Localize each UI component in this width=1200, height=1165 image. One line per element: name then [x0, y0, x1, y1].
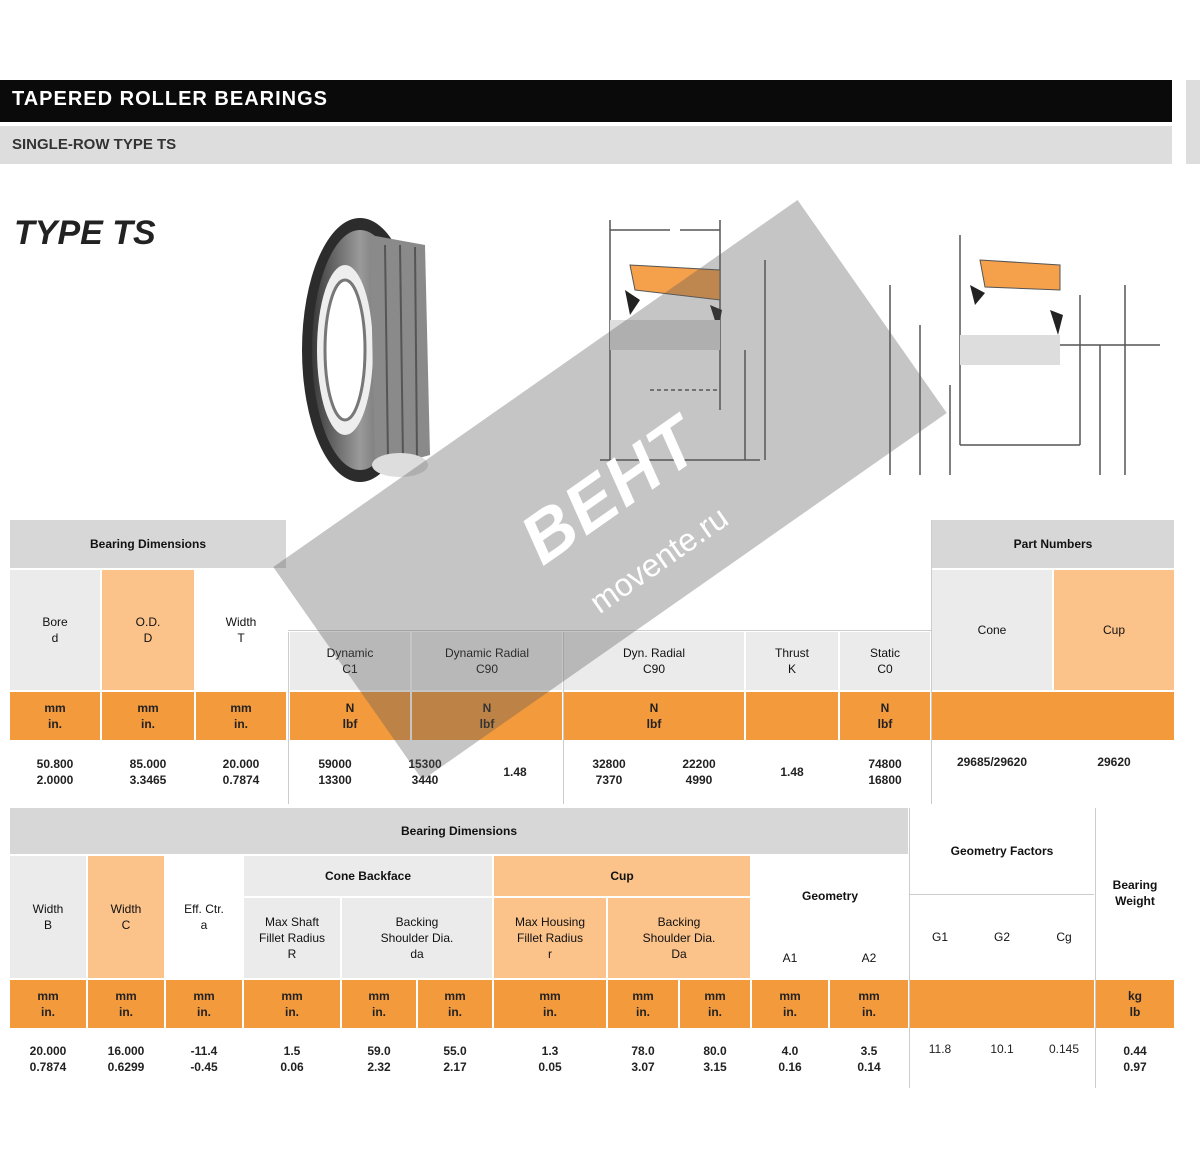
col-dyn-radial-c90: Dyn. Radial C90 — [564, 632, 744, 690]
unit-part-numbers — [932, 692, 1174, 740]
cell2-fillet: 1.5 0.06 — [280, 1043, 304, 1074]
cell2-da: 59.0 2.32 — [367, 1043, 391, 1074]
group-header-geometry: Geometry — [752, 856, 908, 936]
unit2-fillet: mm in. — [244, 980, 340, 1028]
col-a2: A2 — [830, 938, 908, 978]
col-cup: Cup — [1054, 570, 1174, 690]
cell2-cup-width: 16.000 0.6299 — [107, 1043, 145, 1074]
cell2-a2: 3.5 0.14 — [857, 1043, 881, 1074]
cell-bore: 50.800 2.0000 — [36, 756, 74, 787]
col-backing-shoulder: Backing Shoulder Dia. da — [342, 898, 492, 978]
col-max-shaft-fillet: Max Shaft Fillet Radius R — [244, 898, 340, 978]
cell2-g1: 11.8 — [928, 1041, 952, 1056]
col-max-housing-fillet: Max Housing Fillet Radius r — [494, 898, 606, 978]
unit-dynamic-radial: N lbf — [412, 692, 562, 740]
unit-width: mm in. — [196, 692, 286, 740]
unit-bore: mm in. — [10, 692, 100, 740]
unit2-Db: mm in. — [680, 980, 750, 1028]
unit2-a2: mm in. — [830, 980, 908, 1028]
col-g1: G1 — [910, 896, 970, 978]
col-bore: Bore d — [10, 570, 100, 690]
cell-dyn-radial-c90: 32800 7370 — [592, 756, 626, 787]
page-subtitle: SINGLE-ROW TYPE TS — [12, 136, 177, 153]
col-cg: Cg — [1034, 896, 1094, 978]
group-header-bearing-dimensions: Bearing Dimensions — [10, 520, 286, 568]
unit2-db: mm in. — [418, 980, 492, 1028]
col-dynamic: Dynamic C1 — [290, 632, 410, 690]
cell-c90: 22200 4990 — [682, 756, 716, 787]
col-static: Static C0 — [840, 632, 930, 690]
cell-dynamic: 59000 13300 — [318, 756, 352, 787]
cell-thrust: 1.48 — [780, 764, 804, 779]
right-strip — [1186, 80, 1200, 164]
group-header-part-numbers: Part Numbers — [932, 520, 1174, 568]
unit-static: N lbf — [840, 692, 930, 740]
bearing-photo — [302, 218, 430, 482]
mounting-dimension-diagram — [889, 235, 1160, 475]
col-cone-width: Width B — [10, 856, 86, 978]
cell-static: 74800 16800 — [868, 756, 902, 787]
group-header-cone-backface: Cone Backface — [244, 856, 492, 896]
cell-factor: 1.48 — [503, 764, 527, 779]
page-title: TAPERED ROLLER BEARINGS — [12, 88, 328, 110]
unit2-a1: mm in. — [752, 980, 828, 1028]
unit2-cup-width: mm in. — [88, 980, 164, 1028]
cell2-Db: 80.0 3.15 — [703, 1043, 727, 1074]
cell2-Da: 78.0 3.07 — [631, 1043, 655, 1074]
unit2-factors — [910, 980, 1094, 1028]
group-header-bearing-dimensions-2: Bearing Dimensions — [10, 808, 908, 854]
col-cup-width: Width C — [88, 856, 164, 978]
unit2-Da: mm in. — [608, 980, 678, 1028]
unit2-eff-center: mm in. — [166, 980, 242, 1028]
cell2-cg: 0.145 — [1048, 1041, 1080, 1056]
cell2-cone-width: 20.000 0.7874 — [29, 1043, 67, 1074]
unit-thrust — [746, 692, 838, 740]
col-weight: Bearing Weight — [1096, 808, 1174, 978]
col-g2: G2 — [972, 896, 1032, 978]
cell2-eff-center: -11.4 -0.45 — [190, 1043, 218, 1074]
cell2-a1: 4.0 0.16 — [778, 1043, 802, 1074]
unit2-cone-width: mm in. — [10, 980, 86, 1028]
unit2-weight: kg lb — [1096, 980, 1174, 1028]
unit2-da: mm in. — [342, 980, 416, 1028]
group-header-cup: Cup — [494, 856, 750, 896]
col-cone: Cone — [932, 570, 1052, 690]
cell2-g2: 10.1 — [990, 1041, 1014, 1056]
cell-dynamic-radial: 15300 3440 — [408, 756, 442, 787]
col-cup-backing-shoulder: Backing Shoulder Dia. Da — [608, 898, 750, 978]
cell-width: 20.000 0.7874 — [222, 756, 260, 787]
col-width: Width T — [196, 570, 286, 690]
cell2-r: 1.3 0.05 — [538, 1043, 562, 1074]
type-label: TYPE TS — [14, 214, 156, 252]
col-thrust: Thrust K — [746, 632, 838, 690]
col-od: O.D. D — [102, 570, 194, 690]
cell-cone: 29685/29620 — [956, 754, 1028, 769]
unit-od: mm in. — [102, 692, 194, 740]
bearing-dimension-diagram — [600, 220, 766, 470]
col-eff-center: Eff. Ctr. a — [166, 856, 242, 978]
unit-dynamic: N lbf — [290, 692, 410, 740]
col-a1: A1 — [752, 938, 828, 978]
unit2-r: mm in. — [494, 980, 606, 1028]
group-header-geometry-factors: Geometry Factors — [910, 808, 1094, 894]
unit-dyn-radial-c90: N lbf — [564, 692, 744, 740]
title-bar: TAPERED ROLLER BEARINGS — [0, 80, 1172, 122]
cell-od: 85.000 3.3465 — [129, 756, 167, 787]
col-dynamic-radial: Dynamic Radial C90 — [412, 632, 562, 690]
cell2-weight: 0.44 0.97 — [1123, 1043, 1147, 1074]
subtitle-bar: SINGLE-ROW TYPE TS — [0, 126, 1172, 164]
cell2-db: 55.0 2.17 — [443, 1043, 467, 1074]
cell-cup: 29620 — [1097, 754, 1131, 769]
